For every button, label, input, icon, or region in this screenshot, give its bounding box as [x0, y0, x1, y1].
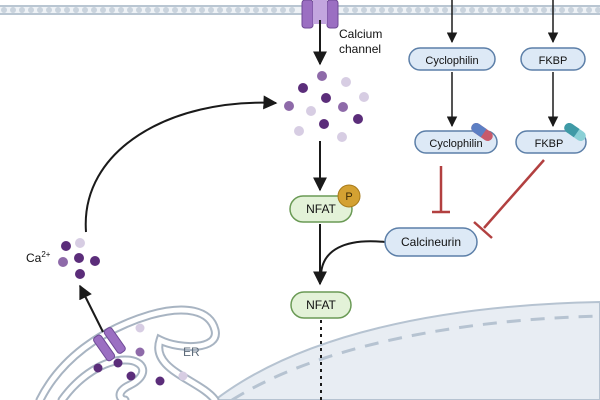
phospholipid-head	[280, 7, 286, 13]
calcineurin-label: Calcineurin	[401, 235, 461, 249]
phospholipid-head	[595, 7, 600, 13]
er-release-arrow	[79, 284, 104, 333]
phosphate-badge	[337, 184, 361, 208]
phospholipid-head	[514, 7, 520, 13]
phospholipid-head	[226, 7, 232, 13]
phospholipid-head	[64, 7, 70, 13]
fkbp-top-label: FKBP	[539, 55, 568, 67]
er-calcium-ions	[93, 323, 188, 386]
cyclophilin-bound-node: Cyclophilin	[414, 122, 498, 154]
phospholipid-head	[289, 7, 295, 13]
phospholipid-head	[496, 7, 502, 13]
phospholipid-head	[559, 7, 565, 13]
phospholipid-head	[568, 7, 574, 13]
calcium-ion-label: Ca2+	[26, 250, 51, 265]
phospholipid-head	[10, 7, 16, 13]
phospholipid-head	[28, 7, 34, 13]
calcium-channel-label-line2: channel	[339, 42, 381, 56]
phospholipid-head	[181, 7, 187, 13]
phospholipid-head	[19, 7, 25, 13]
phospholipid-head	[82, 7, 88, 13]
cyclosporine-drug-capsule-icon	[471, 122, 493, 142]
calcium-recycle-arrow	[84, 95, 278, 233]
phospholipid-head	[271, 7, 277, 13]
phospholipid-head	[532, 7, 538, 13]
phospholipid-head	[442, 7, 448, 13]
phospholipid-head	[127, 7, 133, 13]
nfat-node: NFAT	[290, 291, 352, 319]
phospholipid-head	[397, 7, 403, 13]
plasma-membrane	[0, 5, 600, 15]
phospholipid-head	[478, 7, 484, 13]
phospholipid-head	[433, 7, 439, 13]
phospholipid-head	[154, 7, 160, 13]
calcium-channel-label-line1: Calcium	[339, 27, 382, 41]
phospholipid-head	[235, 7, 241, 13]
calcineurin-action-curve	[320, 240, 386, 276]
phospholipid-head	[352, 7, 358, 13]
phospholipid-head	[541, 7, 547, 13]
phospholipid-head	[469, 7, 475, 13]
phospholipid-head	[37, 7, 43, 13]
phospholipid-head	[244, 7, 250, 13]
phospholipid-head	[91, 7, 97, 13]
phospholipid-head	[523, 7, 529, 13]
phosphate-label: P	[345, 191, 352, 203]
phospholipid-head	[145, 7, 151, 13]
tacrolimus-drug-capsule-icon	[564, 122, 586, 142]
phospholipid-head	[253, 7, 259, 13]
calcium-channel	[301, 0, 339, 29]
cytosolic-calcium-ions	[284, 71, 369, 142]
phospholipid-head	[424, 7, 430, 13]
phospholipid-head	[163, 7, 169, 13]
phospholipid-head	[208, 7, 214, 13]
phospholipid-head	[586, 7, 592, 13]
phospholipid-head	[46, 7, 52, 13]
phospholipid-head	[262, 7, 268, 13]
cyclophilin-top-label: Cyclophilin	[425, 55, 478, 67]
phospholipid-head	[406, 7, 412, 13]
fkbp-inhibition-line	[483, 159, 545, 229]
phospholipid-head	[361, 7, 367, 13]
cyclophilin-bound-label: Cyclophilin	[429, 138, 482, 150]
fkbp-top-node: FKBP	[520, 47, 586, 71]
nucleus	[213, 300, 600, 400]
phospholipid-head	[55, 7, 61, 13]
er-label: ER	[183, 345, 200, 359]
phospholipid-head	[343, 7, 349, 13]
phospholipid-head	[487, 7, 493, 13]
phospholipid-head	[415, 7, 421, 13]
phospholipid-head	[109, 7, 115, 13]
released-calcium-ions	[58, 238, 100, 279]
nfat-phospho-label: NFAT	[306, 202, 336, 216]
endoplasmic-reticulum: ER	[35, 305, 220, 400]
fkbp-inhibition-bar	[473, 221, 493, 239]
fkbp-bound-node: FKBP	[515, 122, 587, 154]
phospholipid-head	[190, 7, 196, 13]
phospholipid-head	[217, 7, 223, 13]
phospholipid-head	[577, 7, 583, 13]
nfat-phospho-node: NFAT P	[289, 184, 361, 223]
phospholipid-head	[100, 7, 106, 13]
phospholipid-head	[379, 7, 385, 13]
cyclophilin-top-node: Cyclophilin	[408, 47, 496, 71]
er-calcium-channel	[93, 327, 126, 362]
phospholipid-head	[73, 7, 79, 13]
phospholipid-head	[505, 7, 511, 13]
phospholipid-head	[460, 7, 466, 13]
membrane-phospholipid-heads	[1, 7, 600, 13]
phospholipid-head	[172, 7, 178, 13]
fkbp-bound-label: FKBP	[535, 138, 564, 150]
phospholipid-head	[118, 7, 124, 13]
nfat-label: NFAT	[306, 298, 336, 312]
phospholipid-head	[370, 7, 376, 13]
phospholipid-head	[199, 7, 205, 13]
phospholipid-head	[136, 7, 142, 13]
phospholipid-head	[388, 7, 394, 13]
calcineurin-node: Calcineurin	[384, 227, 478, 257]
nucleus-envelope-dashes	[231, 314, 600, 400]
phospholipid-head	[1, 7, 7, 13]
